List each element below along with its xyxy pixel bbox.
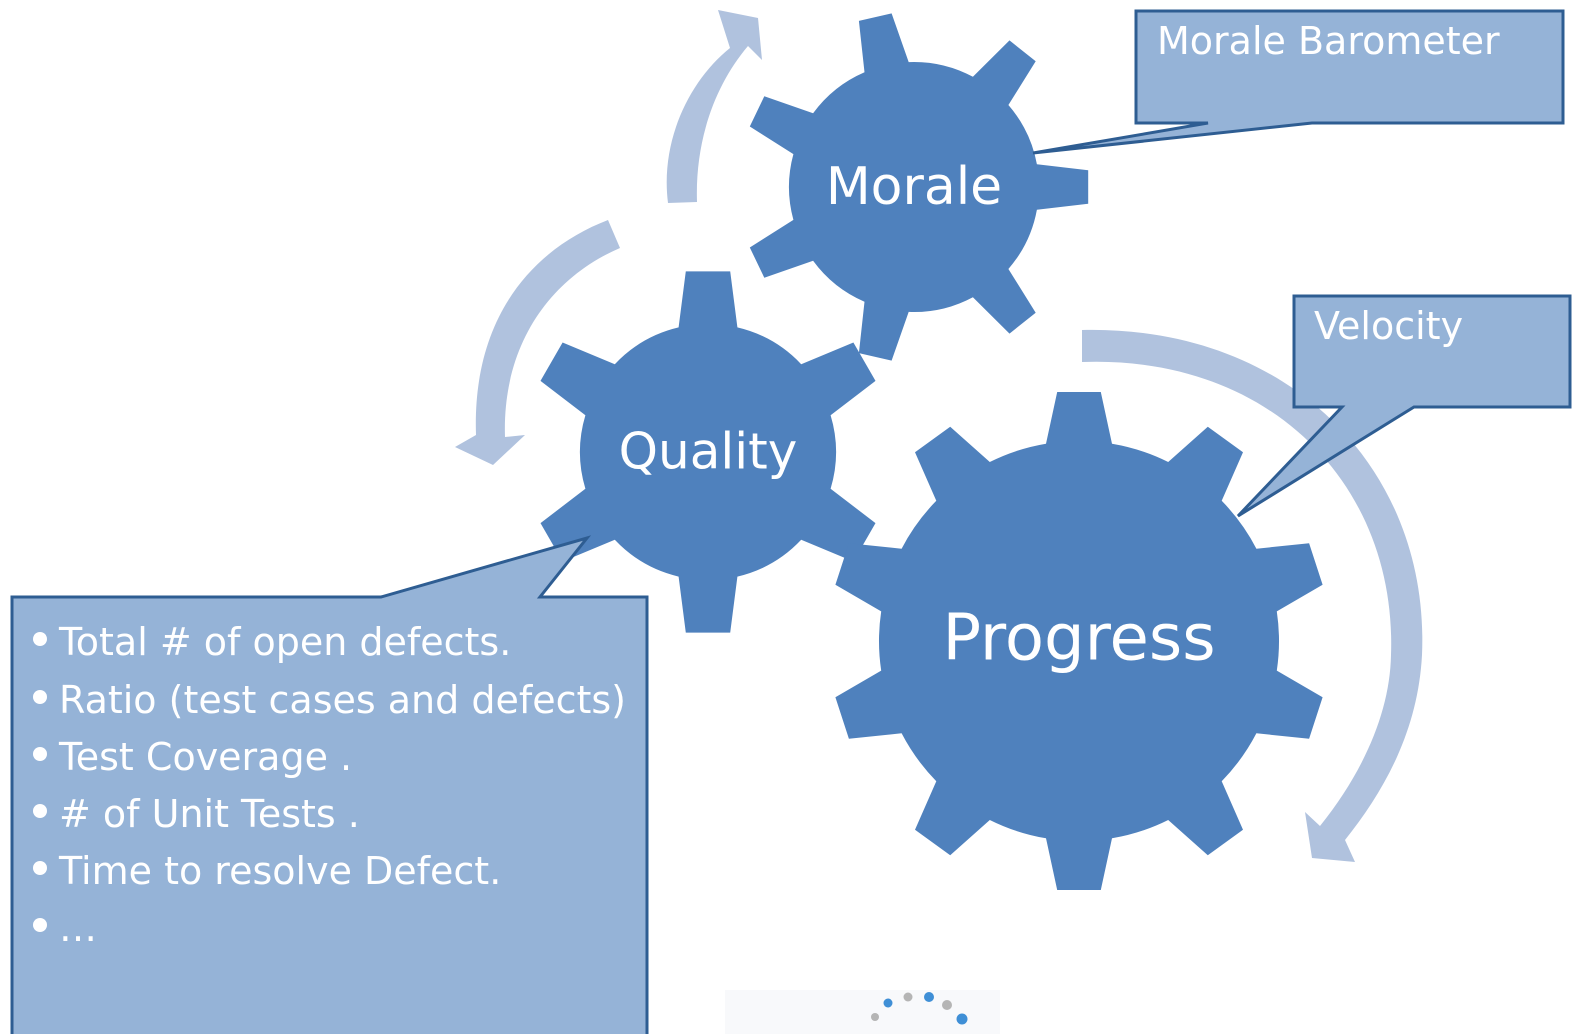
svg-text:Ratio (test cases and defects): Ratio (test cases and defects) — [59, 678, 626, 722]
quality-bullet-item: … — [33, 906, 97, 950]
svg-text:# of Unit Tests .: # of Unit Tests . — [59, 792, 360, 836]
spinner-backdrop — [725, 990, 1000, 1034]
callout-velocity-box — [1236, 294, 1572, 518]
spinner-dot — [871, 1013, 879, 1021]
callout-velocity-title: Velocity — [1314, 304, 1463, 348]
gear-morale-shape — [749, 13, 1089, 361]
quality-bullet-list: Total # of open defects. Ratio (test cas… — [33, 620, 626, 950]
arrow-progress-cycle — [1082, 329, 1423, 862]
spinner-dot — [903, 992, 913, 1002]
spinner-graphic — [725, 990, 1000, 1034]
gear-progress-label: Progress — [942, 602, 1215, 676]
callout-velocity: Velocity — [1236, 294, 1572, 518]
svg-text:Time to resolve Defect.: Time to resolve Defect. — [58, 849, 501, 893]
gear-morale-label: Morale — [826, 157, 1002, 217]
svg-text:Test Coverage .: Test Coverage . — [58, 735, 352, 779]
callout-morale-title: Morale Barometer — [1157, 19, 1500, 63]
gear-quality-label: Quality — [619, 423, 798, 481]
gear-quality: Quality — [540, 271, 876, 633]
arrow-quality-to-morale — [666, 10, 762, 203]
spinner-dot — [924, 992, 934, 1002]
gear-morale: Morale — [749, 13, 1089, 361]
callout-morale-box — [1032, 9, 1565, 155]
quality-bullet-item: # of Unit Tests . — [33, 792, 360, 836]
spinner-dot — [942, 1000, 952, 1010]
quality-bullet-item: Ratio (test cases and defects) — [33, 678, 626, 722]
quality-bullet-item: Test Coverage . — [33, 735, 352, 779]
callout-quality-metrics: Total # of open defects. Ratio (test cas… — [10, 535, 649, 1034]
spinner-dot — [883, 998, 893, 1008]
gear-progress: Progress — [835, 392, 1323, 890]
cycle-arrows — [455, 10, 1423, 862]
svg-text:…: … — [59, 906, 97, 950]
quality-bullet-item: Total # of open defects. — [33, 620, 511, 664]
gear-quality-shape — [540, 271, 876, 633]
arrow-morale-to-quality — [455, 220, 620, 465]
callout-quality-box — [10, 535, 649, 1034]
spinner-dot — [956, 1013, 968, 1025]
quality-bullet-item: Time to resolve Defect. — [33, 849, 501, 893]
callout-morale-barometer: Morale Barometer — [1032, 9, 1565, 155]
svg-text:Total # of open defects.: Total # of open defects. — [58, 620, 511, 664]
gear-progress-shape — [835, 392, 1323, 890]
